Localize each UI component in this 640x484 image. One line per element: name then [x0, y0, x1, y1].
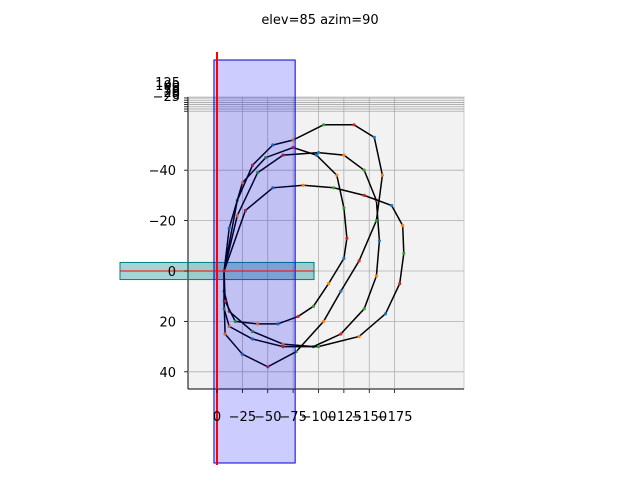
z-tick-label: 50 [163, 84, 180, 99]
x-tick-label: −75 [279, 410, 306, 425]
x-tick-label: −50 [254, 410, 281, 425]
y-tick-label: 0 [168, 265, 176, 280]
curve-point [342, 256, 346, 260]
curves [222, 123, 406, 369]
x-tick-label: −175 [377, 410, 413, 425]
y-tick-label: 40 [159, 366, 176, 381]
curve-point [352, 123, 356, 127]
curve-point [271, 143, 275, 147]
curve-point [223, 332, 227, 336]
curve-line [223, 151, 381, 348]
curve-line [223, 146, 348, 325]
x-tick-label: −150 [351, 410, 387, 425]
z-tick-label: 25 [163, 86, 180, 101]
curve-point [235, 214, 239, 218]
curve-point [357, 334, 361, 339]
curve-point [362, 168, 366, 172]
curve-point [362, 193, 366, 197]
z-tick-label: 100 [155, 79, 180, 94]
curve-point [374, 219, 378, 223]
curve-point [342, 153, 346, 157]
curve-point [380, 173, 384, 177]
curve-point [311, 304, 315, 308]
reference-lines [120, 52, 314, 465]
curve-point [256, 171, 260, 175]
curve-point [223, 299, 227, 303]
curve-point [377, 239, 381, 243]
curve-point [390, 203, 394, 208]
curve-point [291, 145, 295, 150]
z-tick-label: 125 [155, 76, 180, 91]
curve-point [316, 151, 321, 155]
curve-point [314, 153, 319, 157]
curve-point [233, 319, 237, 323]
curve-point [335, 173, 339, 177]
curve-point [243, 208, 247, 213]
y-tick-label: 20 [159, 315, 176, 330]
curve-point [322, 123, 326, 127]
curve-point [339, 289, 343, 293]
curve-point [401, 224, 405, 228]
curve-point [362, 307, 366, 311]
z-tick-label: 0 [172, 88, 180, 103]
x-tick-label: −100 [301, 410, 337, 425]
z-tick-label: 75 [163, 82, 180, 97]
curve-point [264, 156, 268, 160]
x-tick-label: −125 [326, 410, 362, 425]
curve-point [227, 226, 231, 230]
curve-point [256, 322, 260, 326]
curve-point [250, 329, 255, 334]
z-tick-label: −25 [153, 90, 180, 105]
curve-point [250, 163, 255, 167]
x-tick-label: 0 [213, 410, 221, 425]
curve-point [240, 352, 244, 356]
curve-point [281, 345, 285, 349]
curve-point [322, 319, 326, 323]
curve-point [291, 138, 295, 142]
curve-point [240, 181, 244, 185]
chart-title: elev=85 azim=90 [261, 13, 379, 28]
curve-point [342, 206, 346, 210]
curve-point [372, 135, 376, 139]
curve-point [276, 322, 280, 326]
curve-point [281, 342, 285, 346]
curve-point [332, 186, 336, 190]
x-tick-label: −25 [229, 410, 256, 425]
curve-point [339, 332, 343, 336]
y-tick-label: −20 [149, 215, 176, 230]
curve-point [345, 236, 349, 240]
curve-point [222, 307, 226, 311]
tick-labels: 1251007550250−250−25−50−75−100−125−150−1… [149, 76, 413, 425]
curve-point [250, 337, 255, 341]
curve-point [281, 153, 285, 157]
curve-point [357, 259, 361, 263]
curve-point [327, 282, 331, 286]
blue-panel-layer [213, 59, 296, 464]
curve-point [402, 251, 406, 255]
curve-point [398, 282, 402, 286]
curve-point [301, 183, 305, 187]
blue-panel [213, 59, 296, 464]
curve-point [374, 274, 378, 278]
curve-point [227, 324, 231, 328]
curve-point [271, 186, 275, 190]
curve-point [296, 314, 300, 318]
curve-point [266, 365, 270, 369]
z-axis-stack [184, 97, 464, 112]
y-tick-label: −40 [149, 164, 176, 179]
curve-point [383, 312, 388, 316]
curve-line [223, 184, 405, 348]
curve-point [316, 345, 321, 349]
